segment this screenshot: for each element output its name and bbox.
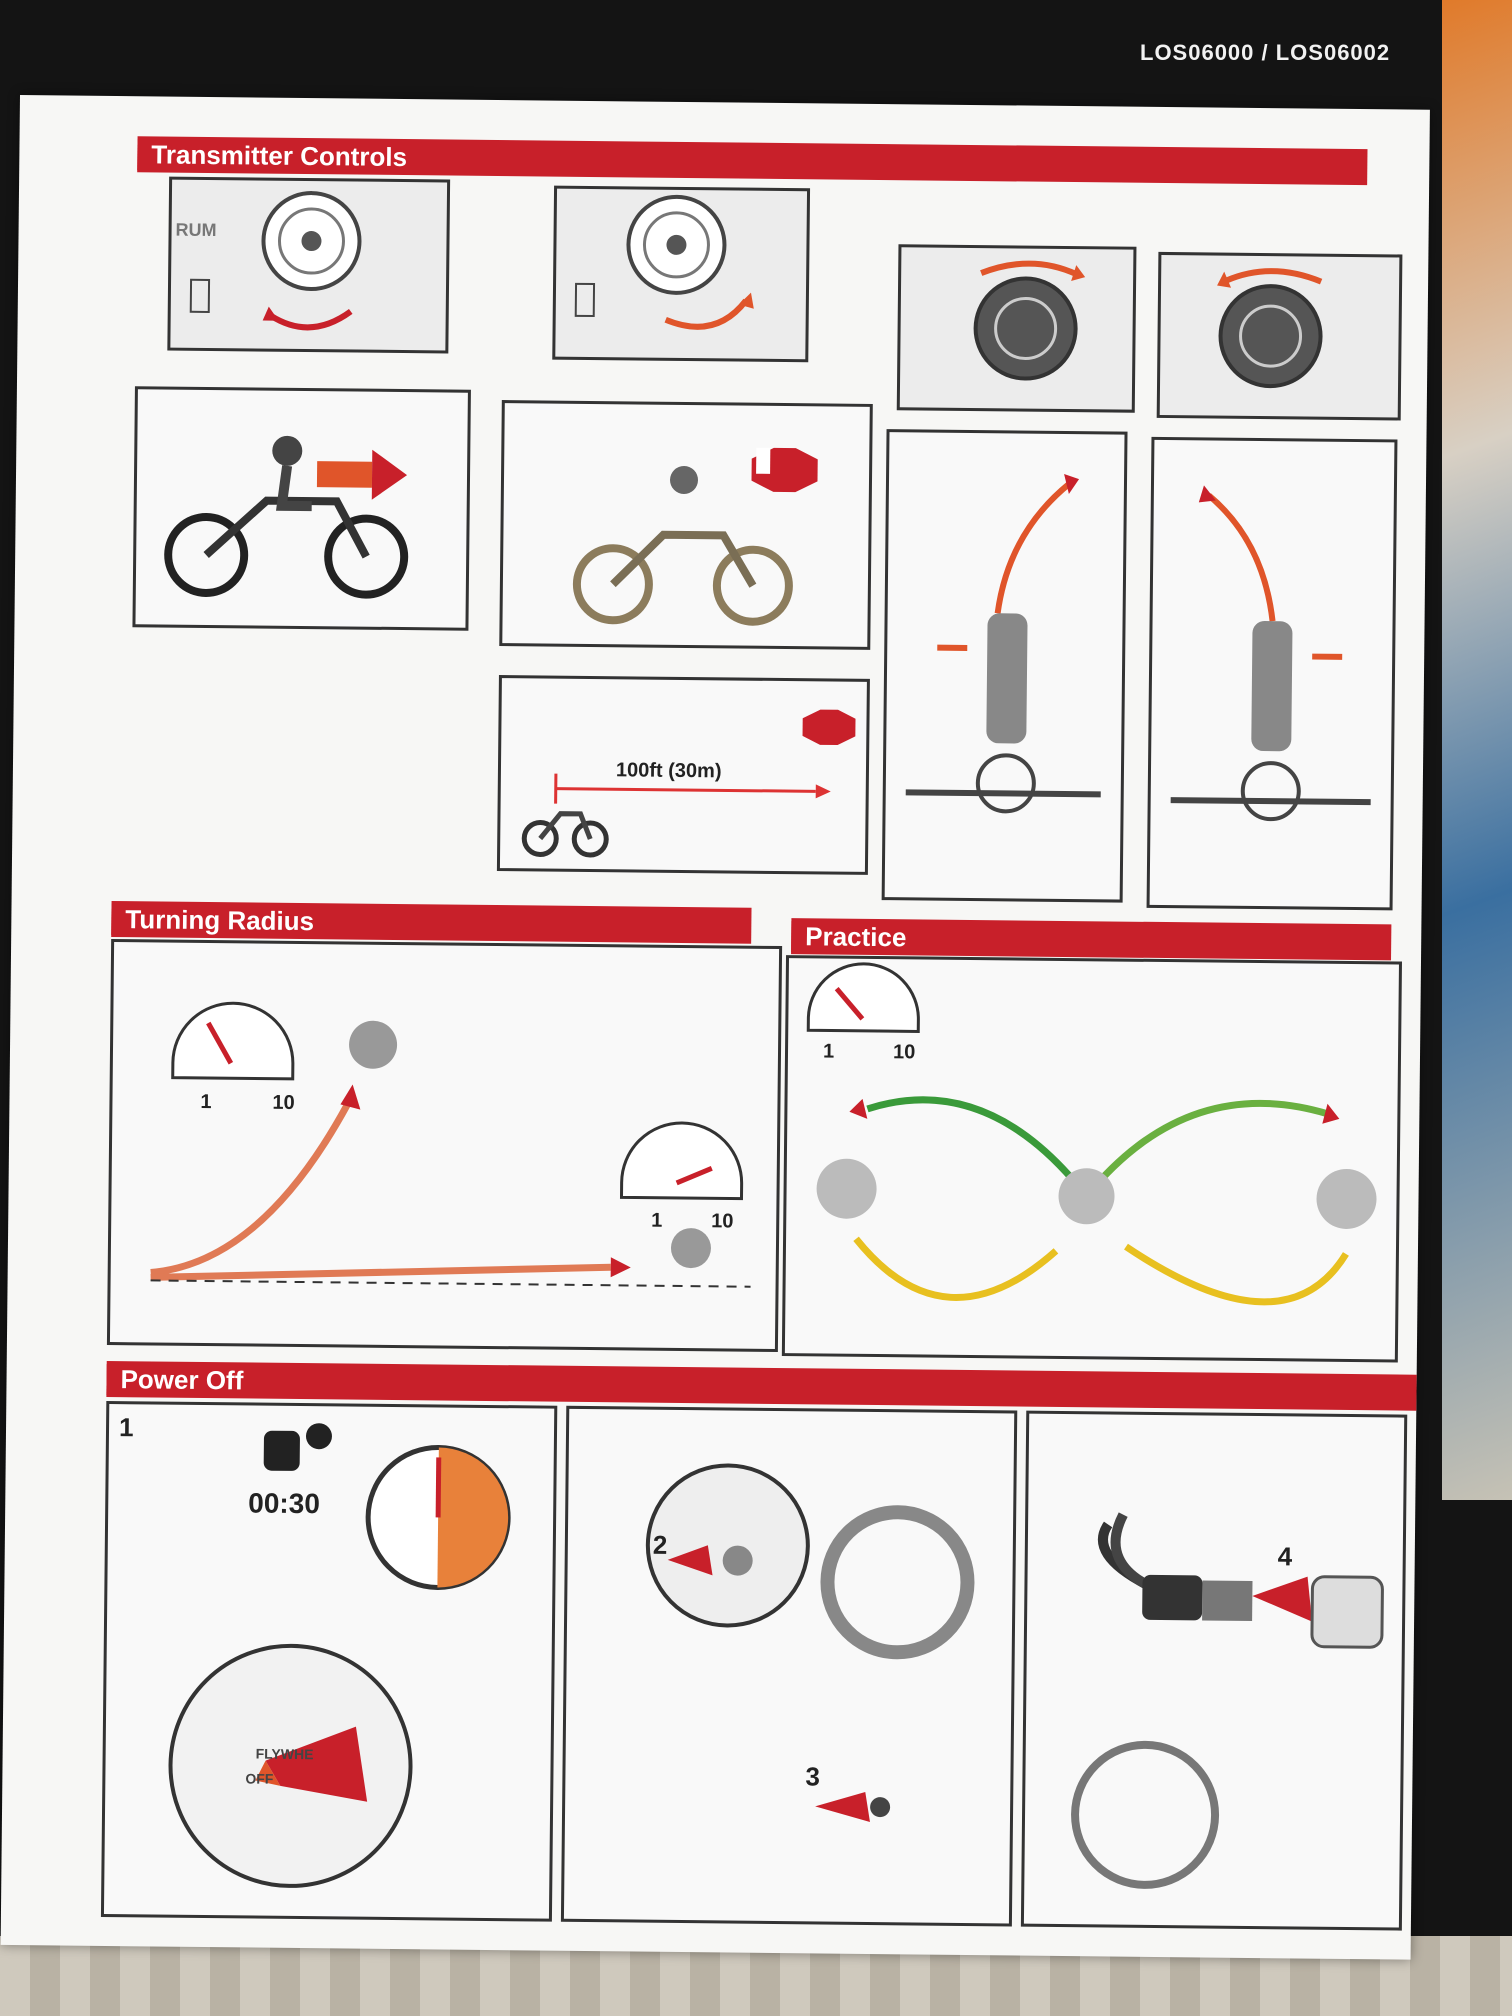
section-header-turning: Turning Radius xyxy=(111,901,752,944)
transmitter-switch-diagram xyxy=(168,1423,511,1888)
countdown-timer: 00:30 xyxy=(248,1487,321,1520)
panel-power-off-step1: 1 00:30 FLYWHE OFF xyxy=(100,1400,558,1922)
step-number-4: 4 xyxy=(1277,1541,1293,1572)
gauge-max-label: 10 xyxy=(711,1210,734,1233)
transmitter-wheel-icon xyxy=(1217,268,1323,389)
section-title: Power Off xyxy=(106,1363,258,1397)
panel-power-off-step2-3: 2 3 xyxy=(560,1405,1018,1927)
transmitter-brand-text: RUM xyxy=(175,219,217,241)
motorcycle-switch-diagram xyxy=(645,1463,975,1822)
section-title: Transmitter Controls xyxy=(137,138,422,173)
step-number-1: 1 xyxy=(118,1412,134,1443)
panel-practice: 1 10 xyxy=(781,955,1403,1363)
section-header-practice: Practice xyxy=(791,918,1392,961)
section-title: Practice xyxy=(791,920,921,953)
transmitter-callout-lean-right xyxy=(1156,251,1403,421)
manual-page: Transmitter Controls RUM xyxy=(0,95,1430,1960)
figure-eight-diagram xyxy=(806,962,1377,1306)
section-title: Turning Radius xyxy=(111,903,329,937)
transmitter-wheel-icon xyxy=(574,194,754,330)
panel-lean-left xyxy=(881,429,1128,903)
transmitter-callout-throttle: RUM xyxy=(167,176,451,354)
battery-connector-diagram xyxy=(1071,1512,1384,1889)
off-switch-label: OFF xyxy=(245,1770,274,1787)
panel-braking-distance: 100ft (30m) xyxy=(496,675,870,875)
braking-distance-label: 100ft (30m) xyxy=(615,759,722,783)
gauge-max-label: 10 xyxy=(272,1091,295,1114)
braking-distance-diagram xyxy=(521,709,856,858)
gauge-max-label: 10 xyxy=(892,1041,916,1064)
motorcycle-brake-icon xyxy=(572,447,818,626)
panel-lean-right xyxy=(1146,436,1398,911)
turning-radius-diagram xyxy=(150,1001,751,1288)
rider-lean-icon xyxy=(1170,485,1371,822)
gauge-min-label: 1 xyxy=(822,1040,835,1063)
panel-throttle-forward xyxy=(132,386,471,631)
document-code: LOS06000 / LOS06002 xyxy=(1140,40,1391,65)
gauge-min-label: 1 xyxy=(651,1209,663,1232)
background-fabric xyxy=(1442,0,1512,1500)
panel-brake xyxy=(499,400,873,650)
transmitter-wheel-icon xyxy=(189,191,362,331)
panel-power-off-step4: 4 xyxy=(1020,1410,1408,1931)
transmitter-callout-lean-left xyxy=(896,244,1137,413)
motorcycle-forward-icon xyxy=(164,435,409,599)
step-number-3: 3 xyxy=(805,1761,821,1792)
transmitter-wheel-icon xyxy=(973,260,1086,381)
gauge-min-label: 1 xyxy=(200,1090,212,1114)
panel-turning-radius: 1 10 1 10 xyxy=(106,939,783,1353)
flywheel-switch-label: FLYWHE xyxy=(255,1745,314,1763)
transmitter-callout-brake xyxy=(552,185,811,363)
rider-lean-icon xyxy=(905,473,1101,814)
step-number-2: 2 xyxy=(652,1529,668,1560)
